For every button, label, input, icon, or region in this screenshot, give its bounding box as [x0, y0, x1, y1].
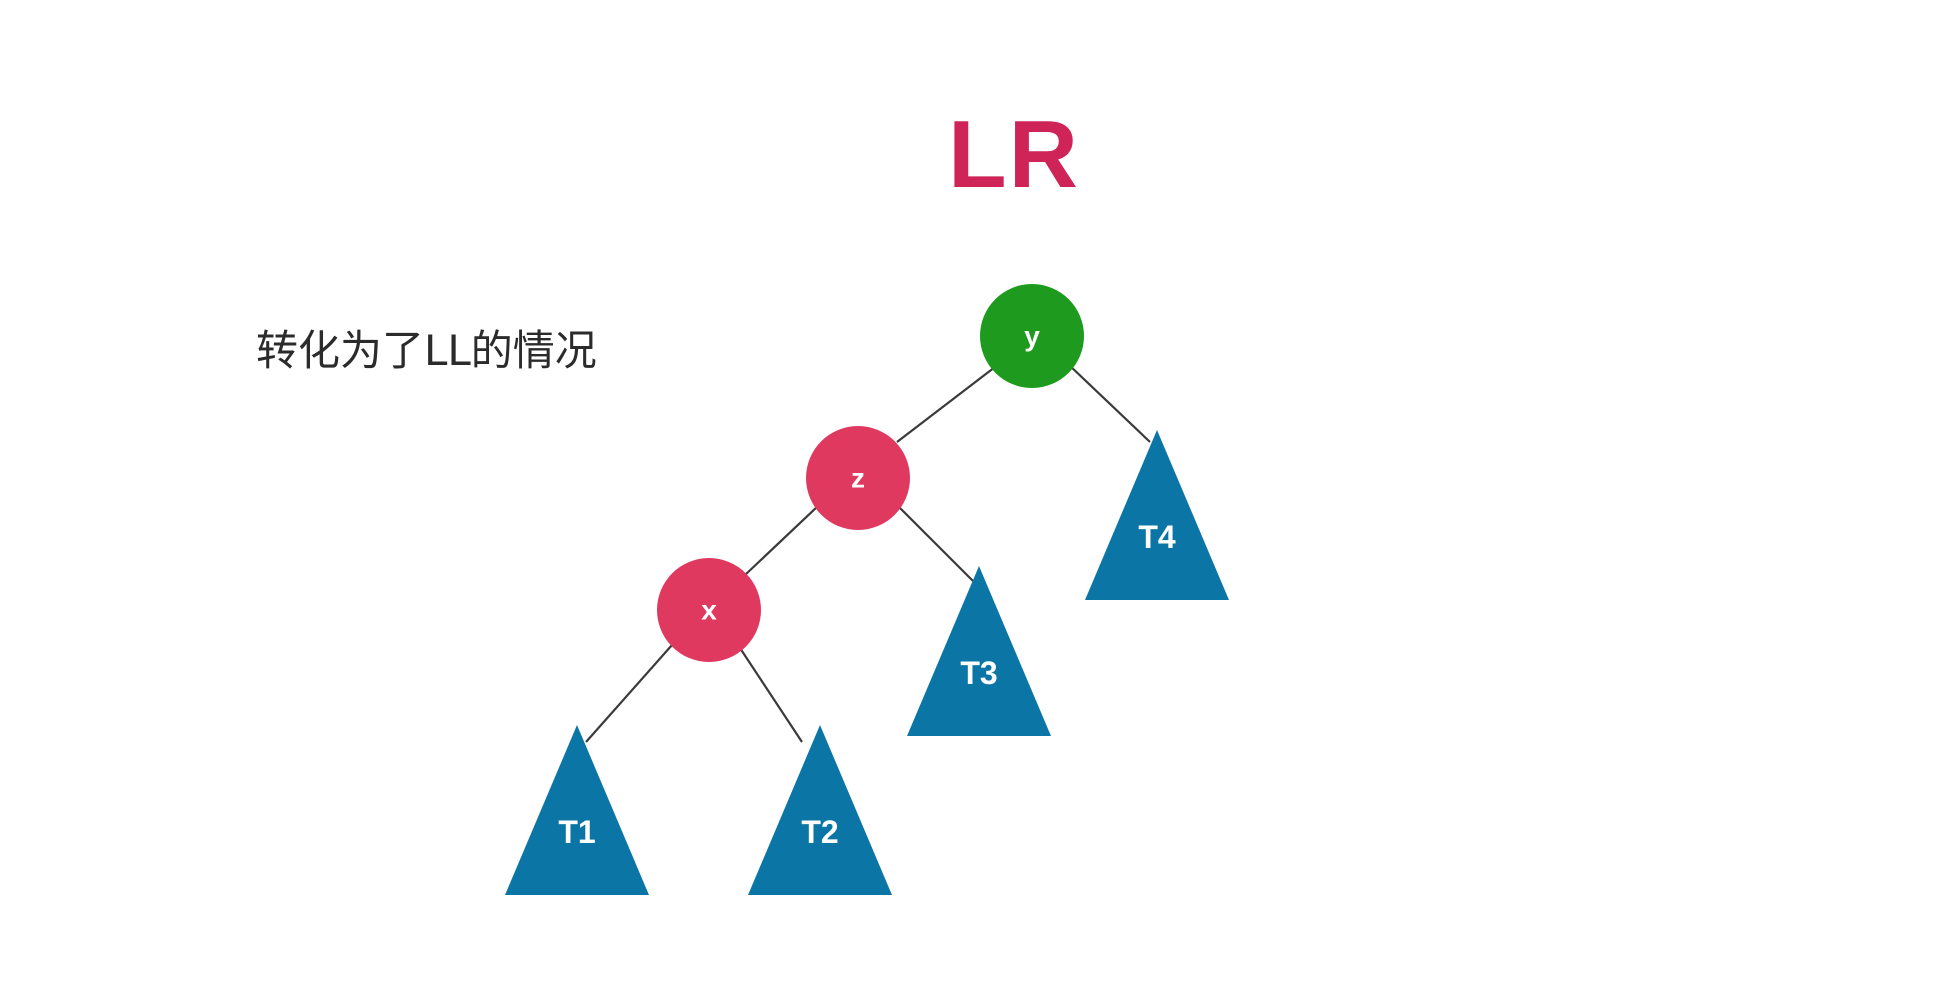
edge-x-t1 [585, 644, 673, 743]
edge-y-t4 [1067, 363, 1151, 443]
node-x-circle [657, 558, 761, 662]
node-y-circle [980, 284, 1084, 388]
edge-z-x [744, 505, 819, 576]
subtree-t1-label: T1 [558, 814, 595, 850]
subtree-t3: T3 [907, 566, 1051, 736]
rotation-note: 转化为了LL的情况 [256, 326, 597, 375]
edge-z-t3 [897, 505, 976, 584]
node-y-label: y [1024, 321, 1040, 352]
node-z: z [806, 426, 910, 530]
subtree-t1: T1 [505, 725, 649, 895]
subtree-t4-shape [1085, 430, 1229, 600]
node-x-label: x [701, 595, 717, 626]
subtree-t2-shape [748, 725, 892, 895]
node-z-label: z [851, 463, 865, 494]
node-x: x [657, 558, 761, 662]
subtree-t4: T4 [1085, 430, 1229, 600]
node-z-circle [806, 426, 910, 530]
subtree-t3-label: T3 [960, 655, 997, 691]
subtree-t4-label: T4 [1138, 519, 1176, 555]
edge-y-z [896, 366, 996, 443]
diagram-title: LR [948, 101, 1080, 208]
node-y: y [980, 284, 1084, 388]
subtree-t3-shape [907, 566, 1051, 736]
edge-x-t2 [737, 644, 803, 743]
subtree-t2-label: T2 [801, 814, 838, 850]
subtree-t1-shape [505, 725, 649, 895]
subtree-t2: T2 [748, 725, 892, 895]
